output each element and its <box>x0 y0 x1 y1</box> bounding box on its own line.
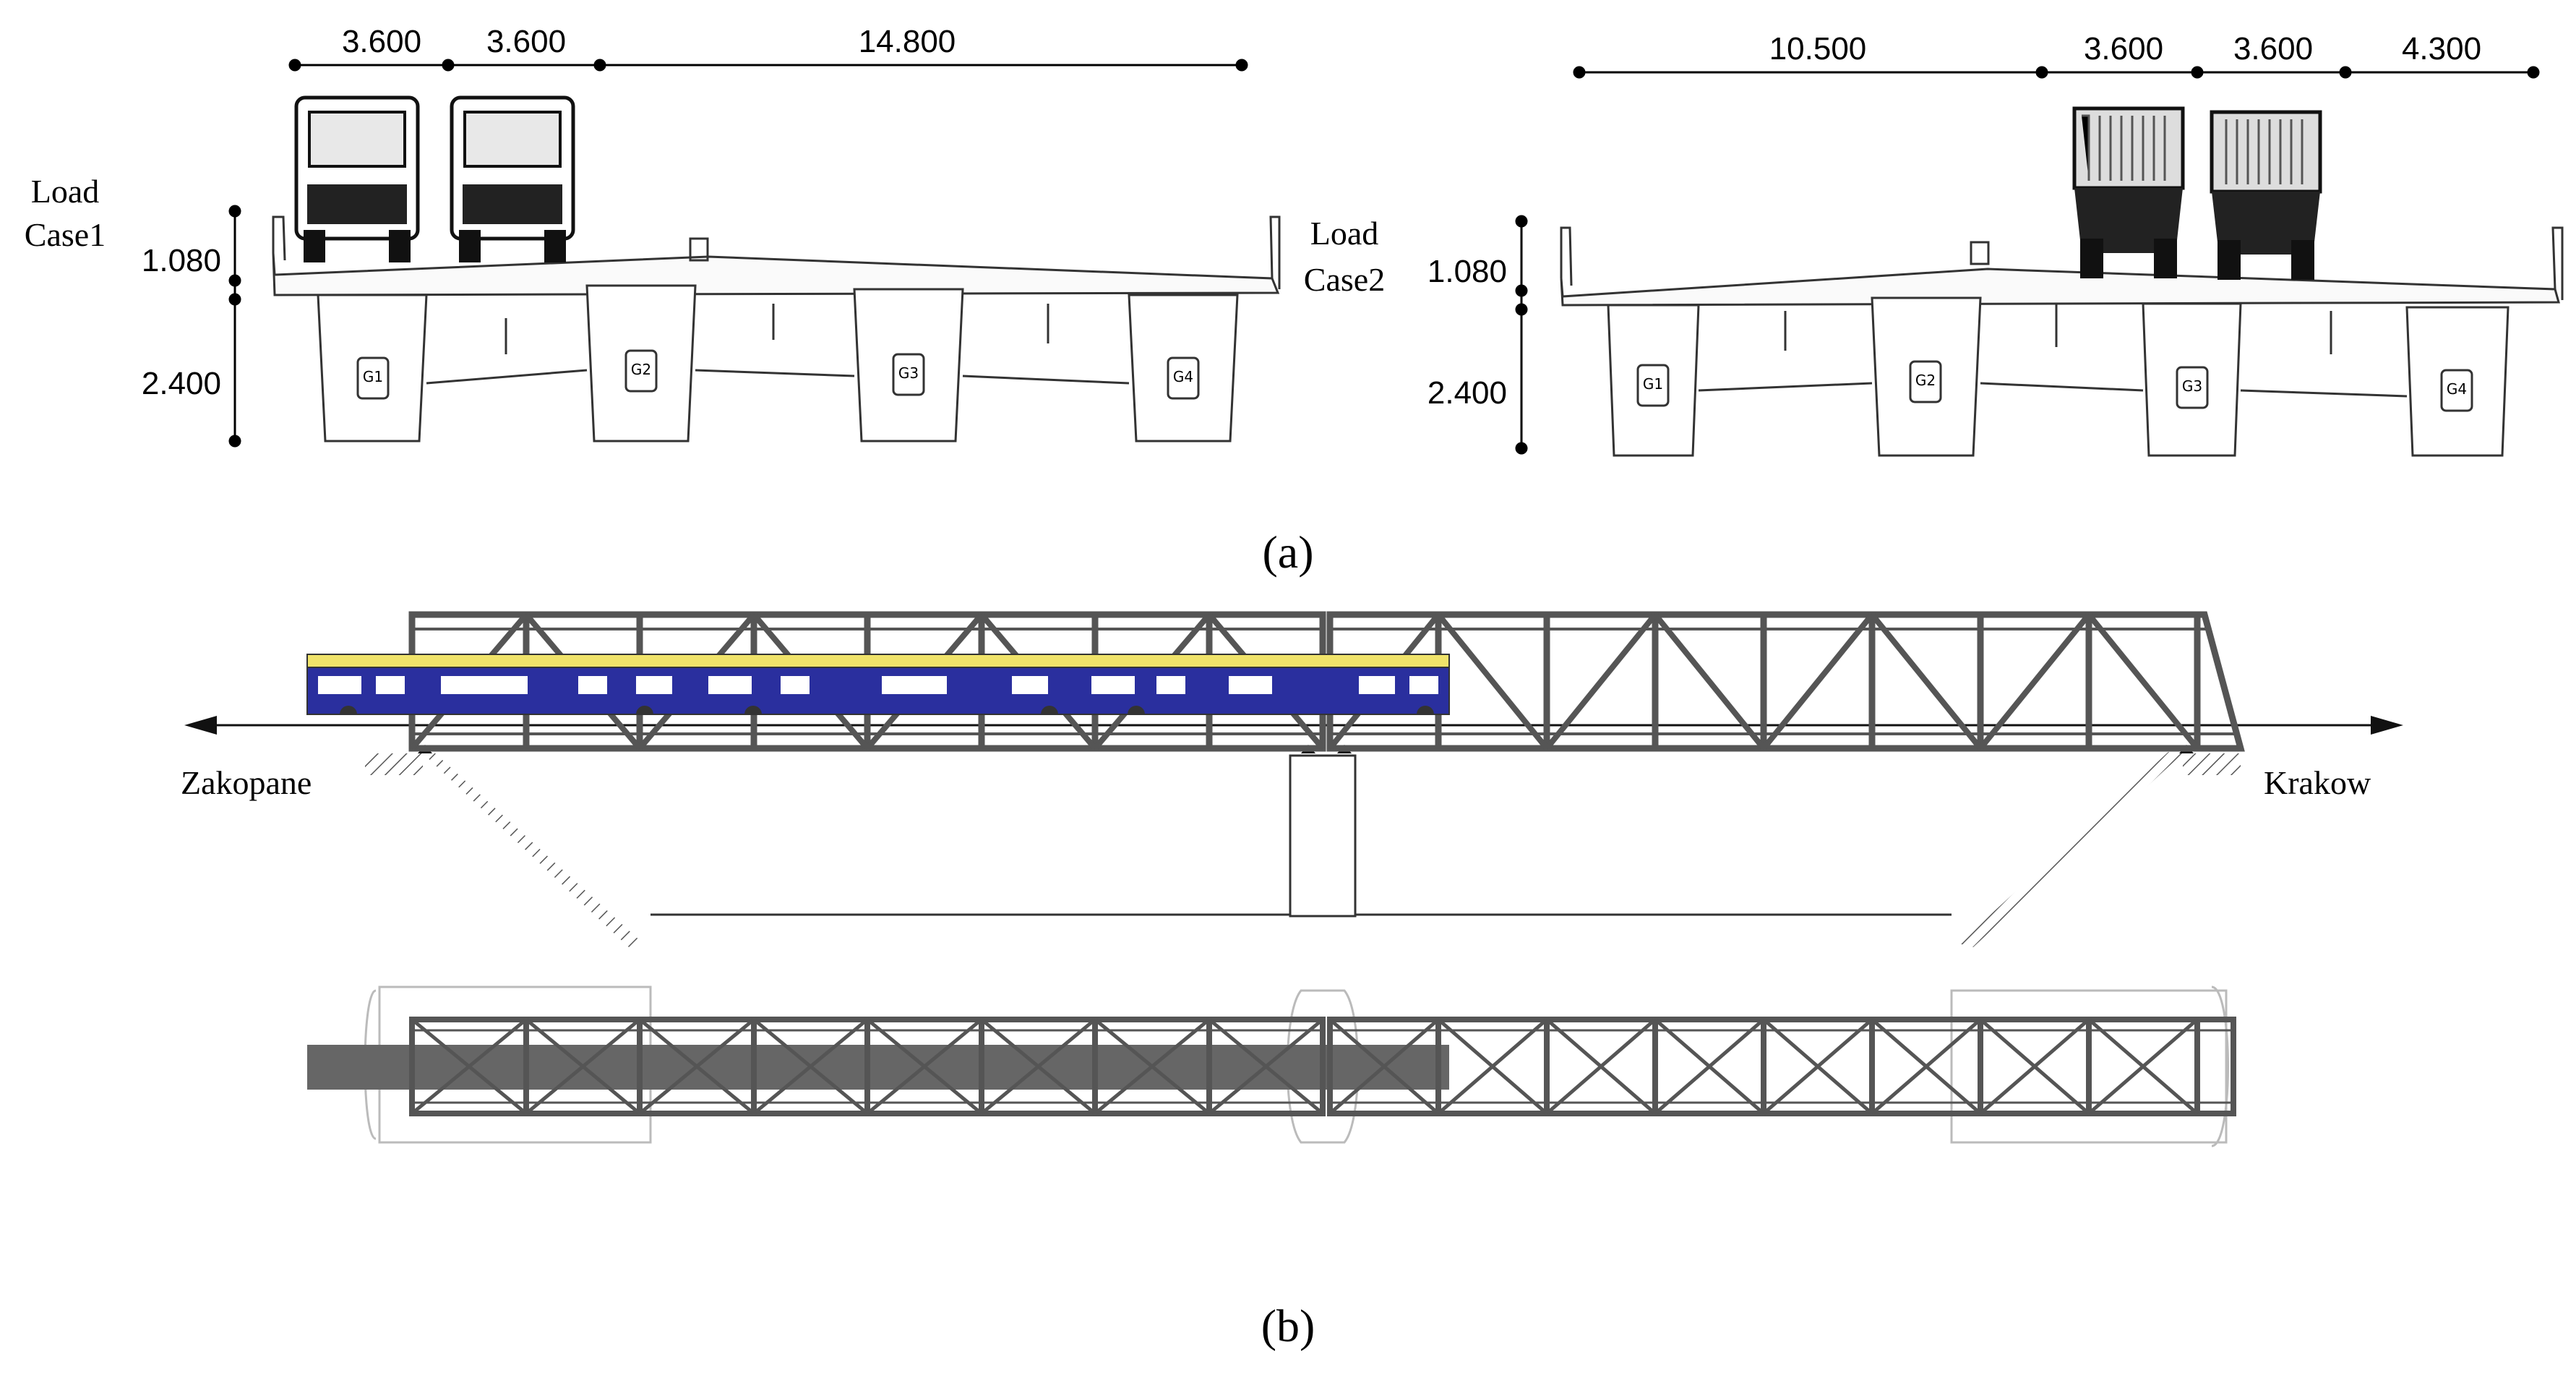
lc1-barrier <box>689 237 709 262</box>
caption-a: (a) <box>1262 526 1313 578</box>
lc2-top-dimension <box>1573 66 2540 79</box>
arrow-right-icon <box>2371 716 2403 735</box>
lc1-side-dim-2: 2.400 <box>142 366 221 401</box>
train <box>306 654 1450 715</box>
lc2-girder-1: G1 <box>1643 375 1663 393</box>
load-case-1-section: 3.600 3.600 14.800 1.080 2.400 Load Case… <box>25 24 1281 448</box>
lc1-girder-1: G1 <box>363 368 383 385</box>
right-embankment <box>1959 752 2183 947</box>
lc2-truck-2 <box>2210 110 2322 280</box>
label-zakopane: Zakopane <box>181 764 312 801</box>
lc1-side-dimension <box>228 205 241 448</box>
arrow-left-icon <box>184 716 217 735</box>
lc1-label-line1: Load <box>31 173 100 210</box>
lc2-girder-4: G4 <box>2447 380 2467 398</box>
plan-truss-1 <box>409 1017 1326 1116</box>
lc2-girders <box>1607 296 2510 457</box>
lc2-side-dim-2: 2.400 <box>1427 375 1507 411</box>
lc1-truck-2 <box>450 95 575 262</box>
lc1-girder-2: G2 <box>631 361 651 378</box>
lc2-label-line2: Case2 <box>1304 261 1385 298</box>
lc2-dim-4: 4.300 <box>2402 31 2481 67</box>
lc2-dim-3: 3.600 <box>2233 31 2313 67</box>
lc2-dim-2: 3.600 <box>2084 31 2163 67</box>
lc1-girder-3: G3 <box>898 364 919 382</box>
lc1-label-line2: Case1 <box>25 216 106 253</box>
plan-truss-2 <box>1327 1017 2236 1116</box>
label-krakow: Krakow <box>2264 764 2371 801</box>
bridge-plan <box>307 985 2236 1147</box>
left-embankment <box>423 752 643 947</box>
lc1-dim-1: 3.600 <box>342 24 421 59</box>
lc2-side-dimension <box>1515 215 1528 455</box>
lc2-girder-2: G2 <box>1915 372 1936 389</box>
bridge-elevation: Zakopane Krakow <box>181 611 2403 947</box>
lc1-top-dimension <box>288 59 1248 72</box>
caption-b: (b) <box>1261 1300 1315 1351</box>
lc2-label-line1: Load <box>1310 215 1379 252</box>
lc1-truck-1 <box>294 95 420 262</box>
lc1-girder-4: G4 <box>1173 368 1193 385</box>
lc2-deck <box>1560 268 2560 307</box>
lc2-truck-1 <box>2072 106 2185 278</box>
lc1-girders <box>317 284 1239 442</box>
left-ground <box>365 753 423 775</box>
lc2-dim-1: 10.500 <box>1769 31 1867 67</box>
lc1-dim-3: 14.800 <box>859 24 956 59</box>
central-pier <box>1289 754 1357 918</box>
load-case-2-section: 10.500 3.600 3.600 4.300 1.080 2.400 Loa… <box>1304 31 2564 457</box>
lc1-deck <box>272 252 1280 296</box>
lc1-side-dim-1: 1.080 <box>142 243 221 278</box>
lc2-girder-3: G3 <box>2182 377 2202 395</box>
lc2-side-dim-1: 1.080 <box>1427 254 1507 289</box>
right-ground <box>2183 753 2241 775</box>
lc2-barrier <box>1970 241 1990 265</box>
lc1-dim-2: 3.600 <box>486 24 566 59</box>
truss-span-2 <box>1326 611 2245 752</box>
train-plan <box>307 1045 1449 1090</box>
